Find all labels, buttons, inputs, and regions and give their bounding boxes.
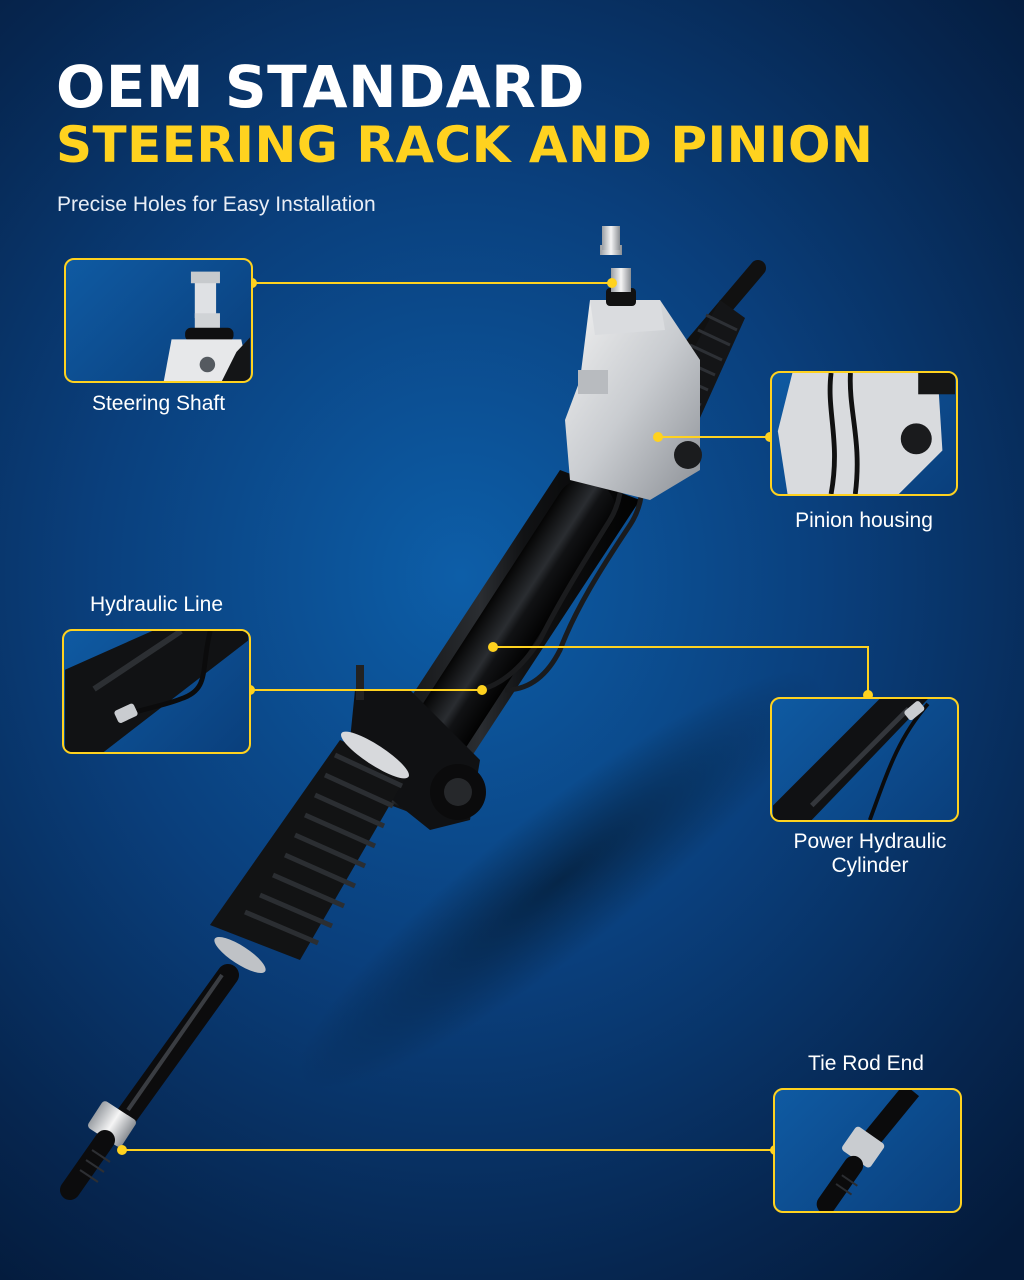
inset-steering-shaft [64,258,253,383]
inset-tie-rod-end [773,1088,962,1213]
subtitle: Precise Holes for Easy Installation [57,193,376,216]
label-steering-shaft: Steering Shaft [91,392,226,415]
label-power-cylinder-line2: Cylinder [831,853,909,877]
headline-oem-standard: OEM STANDARD [56,53,585,121]
tie-rod [60,964,239,1200]
label-hydraulic-line: Hydraulic Line [89,593,224,616]
label-power-cylinder-line1: Power Hydraulic [793,830,947,853]
label-tie-rod-end: Tie Rod End [808,1052,924,1075]
pinion-housing-art [565,300,702,500]
label-pinion-housing: Pinion housing [795,509,933,532]
bellows-boot [210,731,410,973]
headline-steering-rack: STEERING RACK AND PINION [56,116,874,174]
label-power-cylinder: Power Hydraulic Cylinder [770,830,970,877]
inset-pinion-housing [770,371,958,496]
steering-shaft-art [600,226,636,306]
inset-hydraulic-line [62,629,251,754]
mount-bracket [350,665,486,830]
inset-power-cylinder [770,697,959,822]
